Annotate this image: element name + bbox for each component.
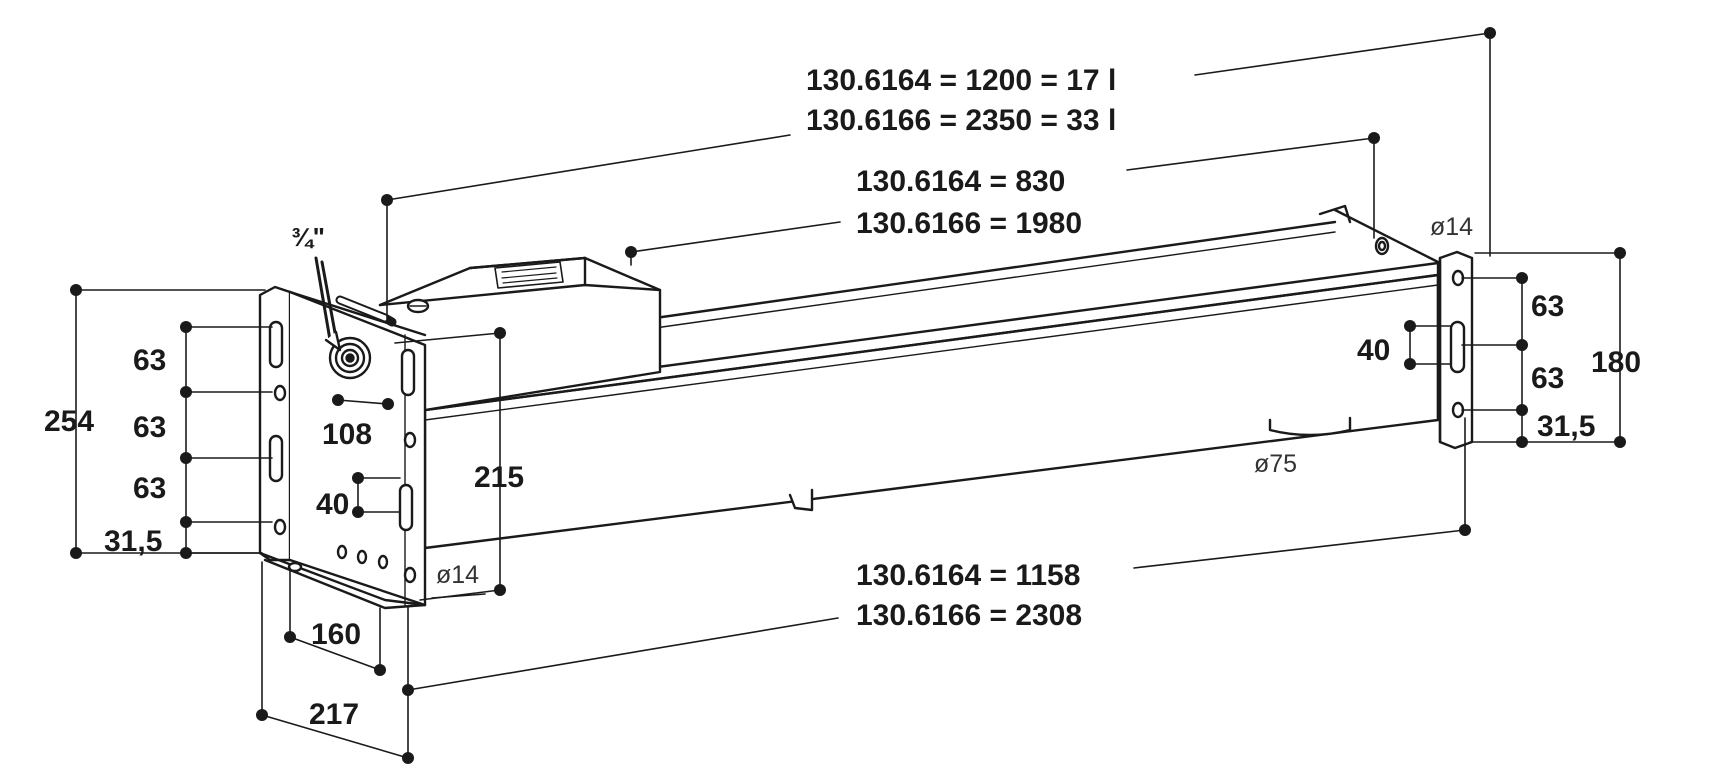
threaded-connection — [314, 256, 397, 380]
bottom-length-label-2: 130.6166 = 2308 — [856, 599, 1083, 632]
connection-offset: 108 — [322, 418, 373, 451]
pipe-length-label-2: 130.6166 = 1980 — [856, 207, 1083, 240]
overall-length-label-2: 130.6166 = 2350 = 33 l — [806, 104, 1117, 137]
dimension-dots — [70, 27, 1626, 764]
bracket-depth: 160 — [311, 618, 362, 651]
right-bottom-offset: 31,5 — [1537, 410, 1596, 443]
bottom-length-label-1: 130.6164 = 1158 — [856, 559, 1081, 592]
right-slot: 40 — [1357, 334, 1391, 367]
right-bracket — [1438, 250, 1474, 450]
right-height-total: 180 — [1591, 346, 1642, 379]
body-height: 215 — [474, 461, 525, 494]
right-spacing-2: 63 — [1531, 362, 1565, 395]
left-spacing-2: 63 — [133, 411, 167, 444]
dimension-lines — [75, 32, 1621, 759]
thread-size-label: ¾" — [291, 222, 326, 252]
right-spacing-1: 63 — [1531, 290, 1565, 323]
bracket-width: 217 — [309, 698, 360, 731]
pipe-length-label-1: 130.6164 = 830 — [856, 165, 1066, 198]
left-bottom-offset: 31,5 — [104, 525, 163, 558]
left-bracket — [258, 285, 427, 610]
foot-diameter: ø75 — [1254, 450, 1298, 478]
left-spacing-3: 63 — [133, 472, 167, 505]
left-height-total: 254 — [44, 405, 95, 438]
right-hole-diameter: ø14 — [1430, 213, 1474, 241]
left-spacing-1: 63 — [133, 344, 167, 377]
left-slot: 40 — [316, 488, 350, 521]
top-box — [378, 256, 662, 412]
left-hole-diameter: ø14 — [436, 561, 480, 589]
overall-length-label-1: 130.6164 = 1200 = 17 l — [806, 64, 1117, 97]
foot — [788, 416, 1352, 512]
